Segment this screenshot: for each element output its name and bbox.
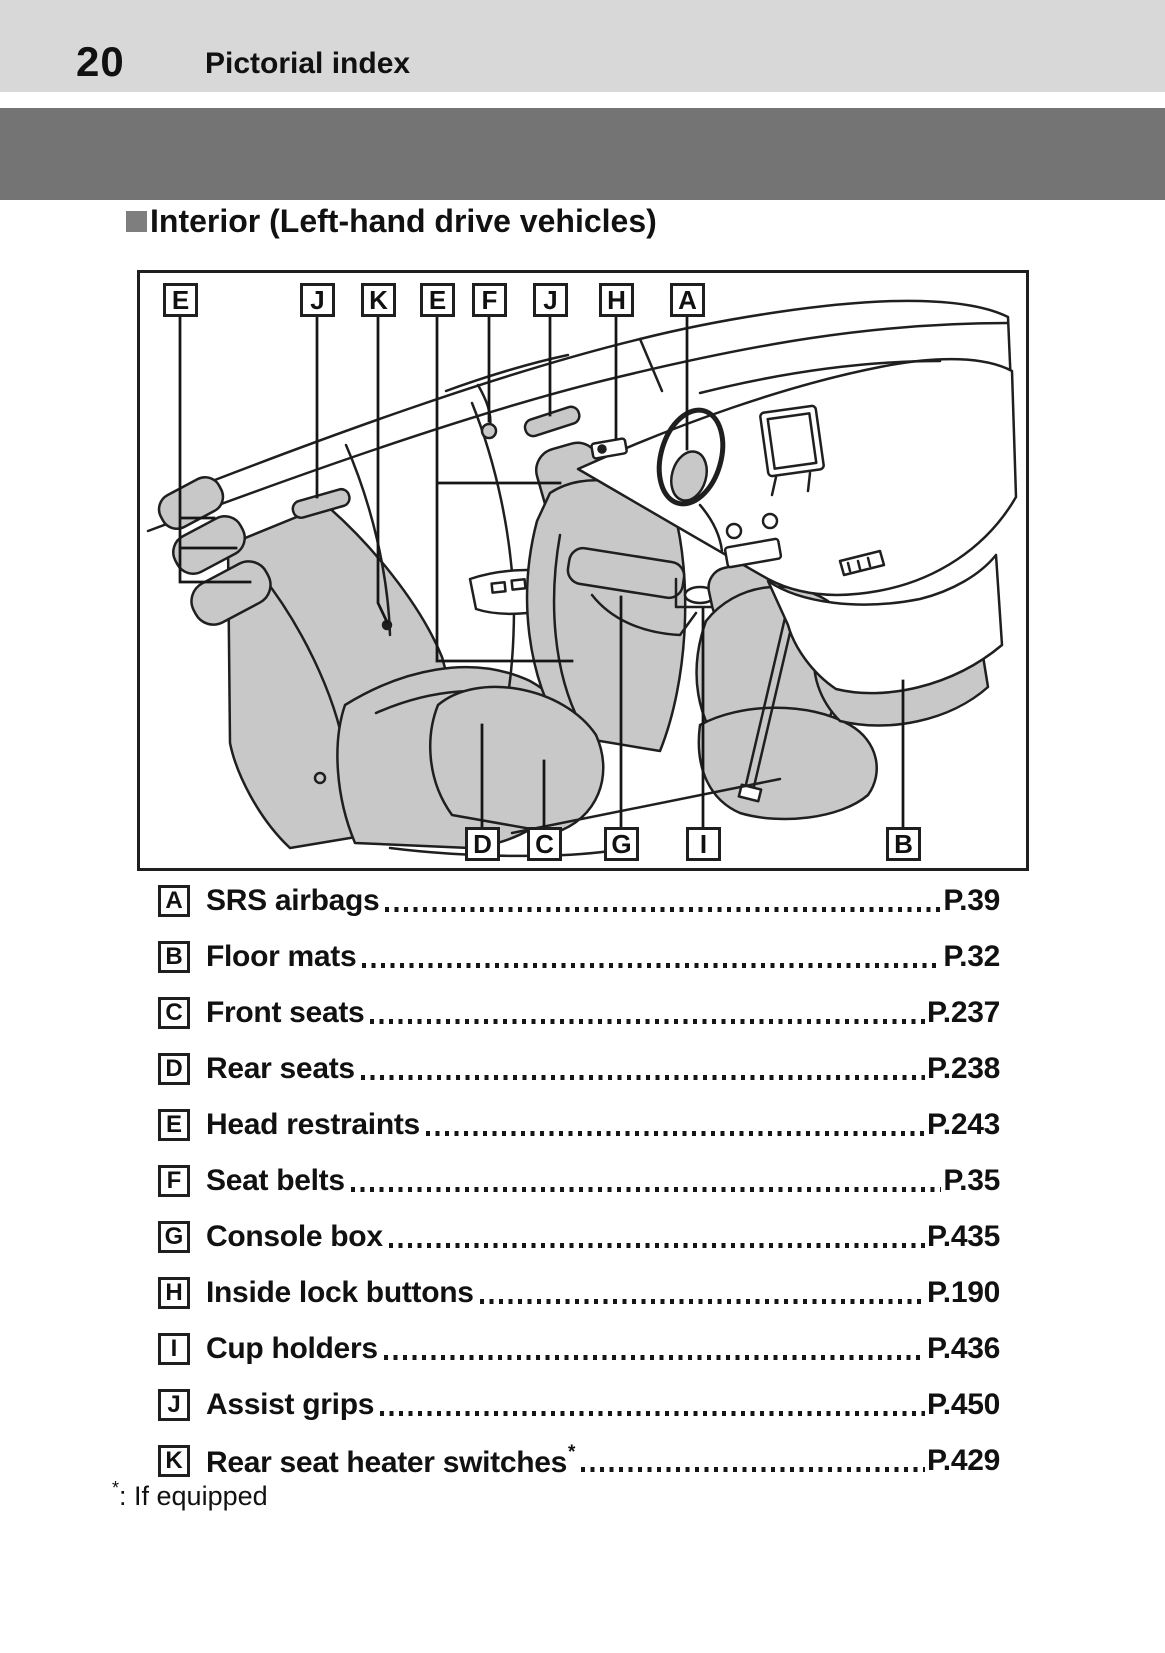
chapter-title: Pictorial index — [205, 47, 411, 80]
callout-box-D: D — [465, 827, 500, 861]
section-title-text: Interior (Left-hand drive vehicles) — [150, 203, 657, 239]
item-page-ref: P.429 — [926, 1444, 1000, 1477]
list-item: K Rear seat heater switches* P.429 — [158, 1433, 1000, 1489]
interior-illustration — [146, 299, 1018, 858]
item-label: Rear seats — [206, 1052, 355, 1085]
if-equipped-asterisk: * — [568, 1442, 576, 1463]
footnote-asterisk: * — [112, 1478, 120, 1498]
item-page-ref: P.35 — [943, 1164, 1000, 1197]
item-page-ref: P.435 — [926, 1220, 1000, 1253]
item-letter: H — [158, 1277, 190, 1309]
dot-leader — [388, 1243, 925, 1248]
callout-box-F: F — [472, 283, 507, 317]
item-letter: K — [158, 1445, 190, 1477]
item-label: Rear seat heater switches* — [206, 1442, 575, 1480]
item-letter: J — [158, 1389, 190, 1421]
dot-leader — [425, 1131, 925, 1136]
callout-box-G: G — [604, 827, 639, 861]
item-label: SRS airbags — [206, 884, 380, 917]
item-label: Cup holders — [206, 1332, 378, 1365]
callout-box-E-front: E — [420, 283, 455, 317]
item-page-ref: P.238 — [926, 1052, 1000, 1085]
dot-leader — [581, 1467, 925, 1472]
item-letter: C — [158, 997, 190, 1029]
list-item: D Rear seats P.238 — [158, 1041, 1000, 1097]
pictorial-index-list: A SRS airbags P.39 B Floor mats P.32 C F… — [158, 873, 1000, 1489]
item-page-ref: P.243 — [926, 1108, 1000, 1141]
item-label-text: Rear seat heater switches — [206, 1446, 568, 1479]
callout-box-B: B — [886, 827, 921, 861]
chapter-band — [0, 108, 1165, 200]
item-letter: A — [158, 885, 190, 917]
item-label: Head restraints — [206, 1108, 420, 1141]
footnote-text: : If equipped — [119, 1481, 268, 1511]
dot-leader — [383, 1355, 925, 1360]
callout-box-J-front: J — [533, 283, 568, 317]
item-page-ref: P.32 — [943, 940, 1000, 973]
item-page-ref: P.237 — [926, 996, 1000, 1029]
item-letter: B — [158, 941, 190, 973]
callout-box-K: K — [361, 283, 396, 317]
page-number: 20 — [76, 38, 125, 85]
callout-box-H: H — [599, 283, 634, 317]
item-letter: E — [158, 1109, 190, 1141]
list-item: C Front seats P.237 — [158, 985, 1000, 1041]
dot-leader — [479, 1299, 925, 1304]
callout-box-E-rear: E — [163, 283, 198, 317]
dot-leader — [380, 1411, 925, 1416]
section-title: Interior (Left-hand drive vehicles) — [126, 202, 657, 240]
dot-leader — [370, 1019, 925, 1024]
callout-box-C: C — [527, 827, 562, 861]
list-item: J Assist grips P.450 — [158, 1377, 1000, 1433]
list-item: F Seat belts P.35 — [158, 1153, 1000, 1209]
footnote: *: If equipped — [112, 1478, 268, 1512]
callout-box-I: I — [686, 827, 721, 861]
item-label: Assist grips — [206, 1388, 375, 1421]
item-label: Floor mats — [206, 940, 357, 973]
dot-leader — [362, 963, 942, 968]
callout-box-J-rear: J — [300, 283, 335, 317]
list-item: G Console box P.435 — [158, 1209, 1000, 1265]
list-item: I Cup holders P.436 — [158, 1321, 1000, 1377]
square-bullet-icon — [126, 211, 147, 232]
interior-diagram: E J K E F J H A D C G I B — [137, 270, 1029, 871]
list-item: A SRS airbags P.39 — [158, 873, 1000, 929]
item-label: Console box — [206, 1220, 383, 1253]
item-letter: I — [158, 1333, 190, 1365]
dot-leader — [360, 1075, 925, 1080]
item-letter: F — [158, 1165, 190, 1197]
dot-leader — [385, 907, 942, 912]
header-band — [0, 0, 1165, 92]
item-page-ref: P.39 — [943, 884, 1000, 917]
dot-leader — [350, 1187, 942, 1192]
item-letter: G — [158, 1221, 190, 1253]
item-letter: D — [158, 1053, 190, 1085]
list-item: B Floor mats P.32 — [158, 929, 1000, 985]
item-label: Front seats — [206, 996, 365, 1029]
item-page-ref: P.450 — [926, 1388, 1000, 1421]
item-label: Seat belts — [206, 1164, 345, 1197]
callout-box-A: A — [670, 283, 705, 317]
item-page-ref: P.436 — [926, 1332, 1000, 1365]
item-page-ref: P.190 — [926, 1276, 1000, 1309]
item-label: Inside lock buttons — [206, 1276, 474, 1309]
list-item: E Head restraints P.243 — [158, 1097, 1000, 1153]
list-item: H Inside lock buttons P.190 — [158, 1265, 1000, 1321]
